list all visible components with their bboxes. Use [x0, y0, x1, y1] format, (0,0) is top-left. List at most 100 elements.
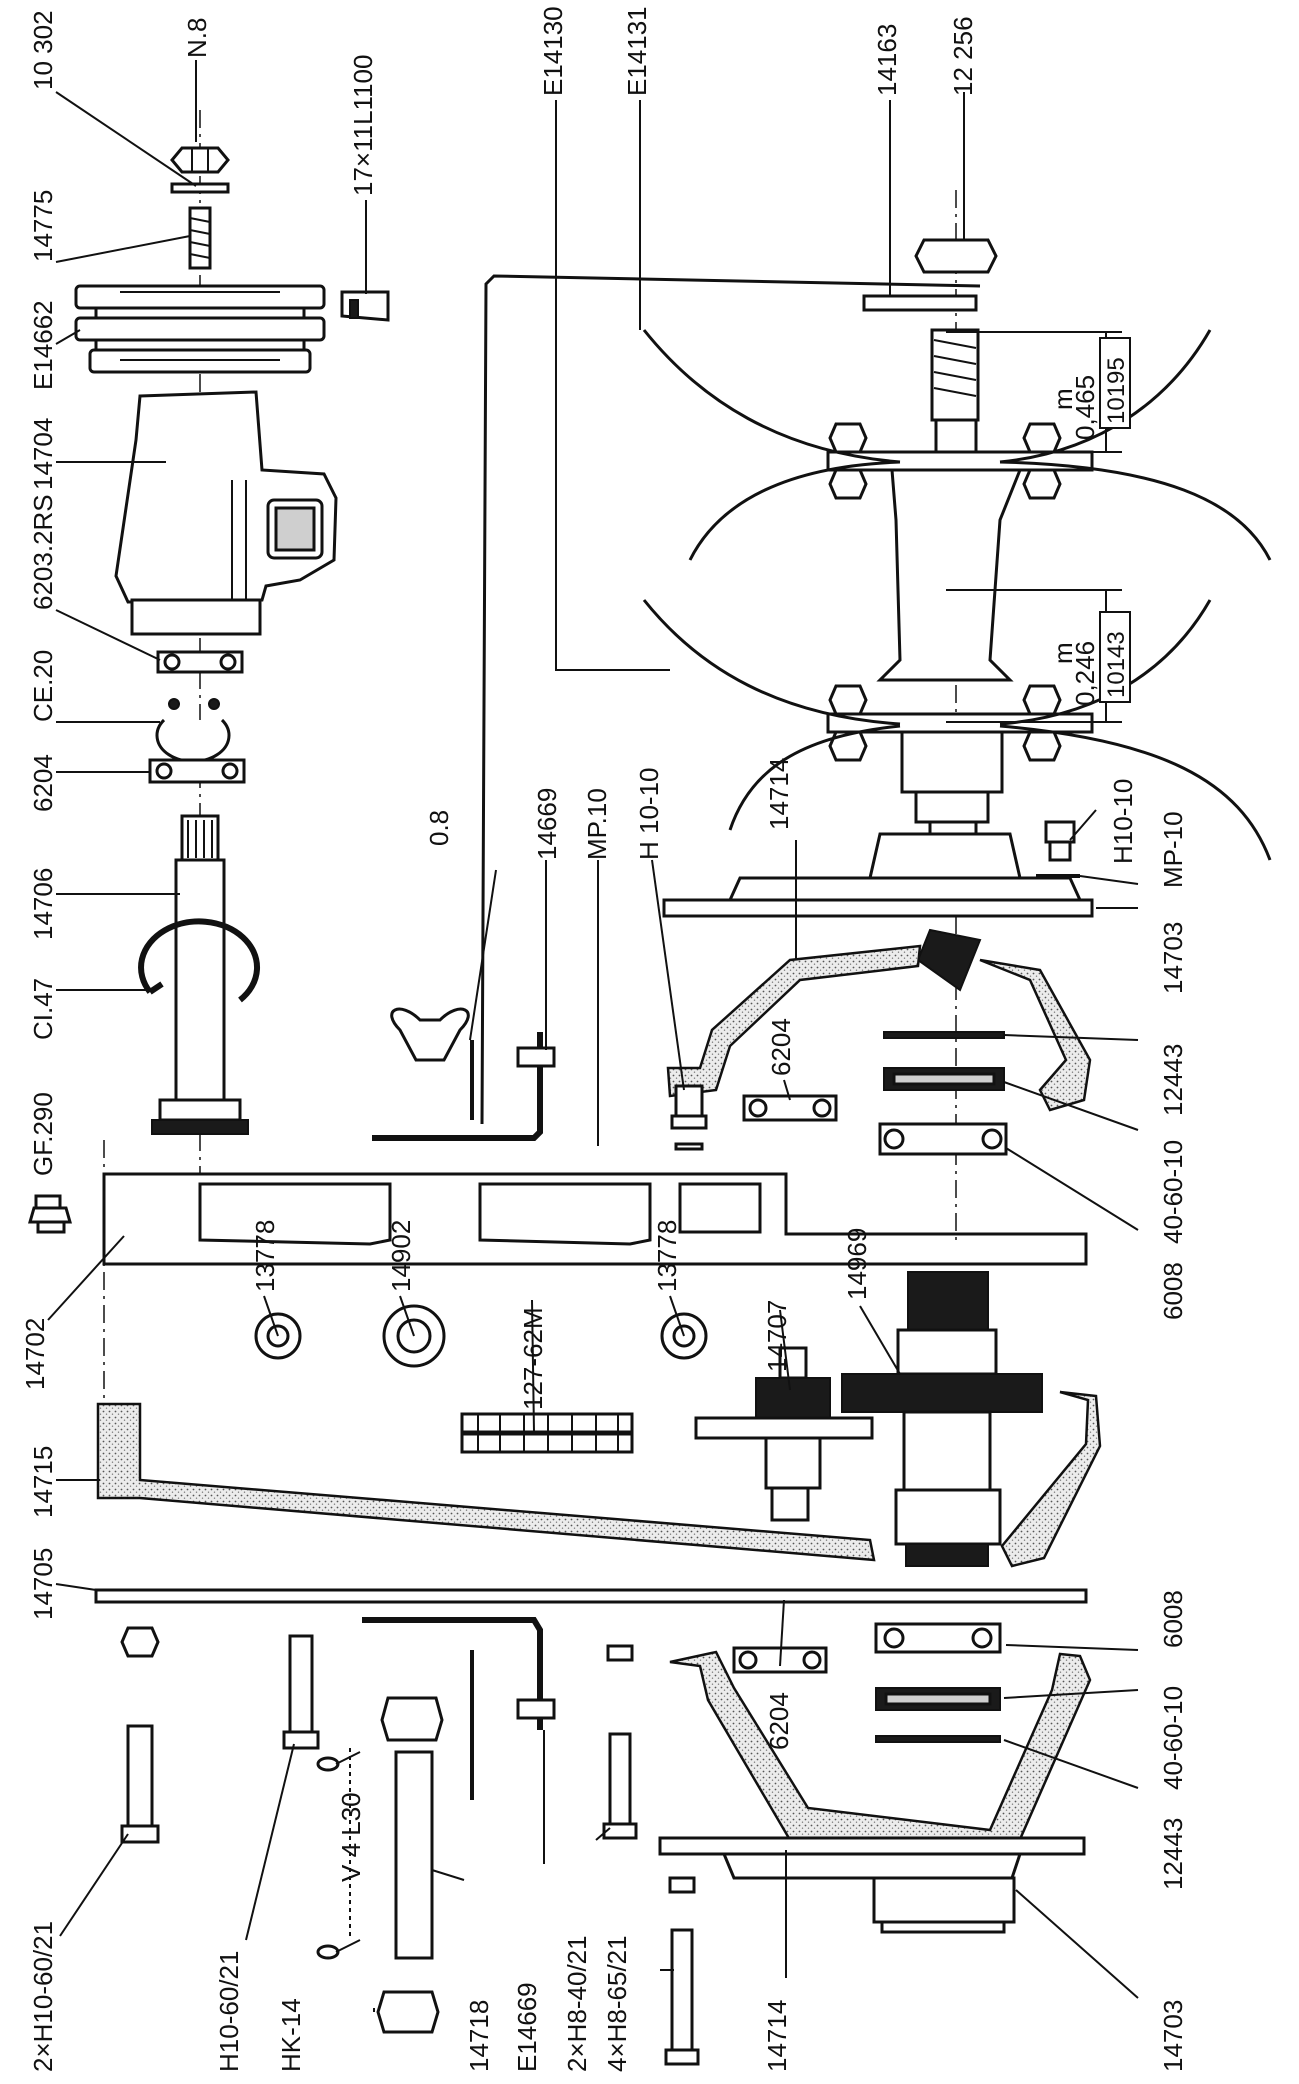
- bearing-6008-lower: [874, 1622, 1002, 1654]
- washer-mp10-mid: [674, 1142, 704, 1151]
- tines-e14130: [642, 599, 1272, 861]
- wing-nut: [390, 1007, 470, 1062]
- bracket-14669: [372, 1032, 543, 1141]
- label-v4-l30: V 4 L30: [336, 1792, 366, 1882]
- label-6203: 6203.2RS: [28, 494, 58, 610]
- label-4xh8-65-21: 4×H8-65/21: [602, 1935, 632, 2072]
- circlip-ce20: [155, 698, 231, 763]
- bearing-6204-top: [148, 758, 246, 784]
- bearing-6008-upper: [878, 1122, 1008, 1156]
- gasket-14714-upper-right: [979, 958, 1092, 1112]
- label-14775: 14775: [28, 190, 58, 262]
- label-12256: 12 256: [948, 16, 978, 96]
- label-hk14: HK-14: [276, 1998, 306, 2072]
- label-h10-10-right: H10-10: [1108, 779, 1138, 864]
- label-40-60-10-lower: 40-60-10: [1158, 1686, 1188, 1790]
- gasket-right-upper: [1000, 1390, 1102, 1568]
- dim1-code: 10195: [1103, 357, 1130, 424]
- dim2-unit: m: [1048, 642, 1078, 664]
- label-14714-upper: 14714: [764, 758, 794, 830]
- label-h10-60-21: H10-60/21: [214, 1951, 244, 2072]
- rod-14705: [94, 1588, 1088, 1604]
- bearing-6204-mid: [742, 1094, 838, 1122]
- dim1-unit: m: [1048, 388, 1078, 410]
- label-12443-lower: 12443: [1158, 1818, 1188, 1890]
- part-labels: 10 302 N.8 14775 17×11L1100 E14662 6203.…: [20, 6, 1188, 2072]
- bolt-h10-10-right: [1044, 820, 1076, 862]
- dim1-value: 0,465: [1070, 375, 1100, 440]
- gasket-14714-lower: [669, 1650, 1092, 1864]
- label-13778-left: 13778: [250, 1220, 280, 1292]
- end-cap-14703-lower: [658, 1836, 1086, 1934]
- label-127-62m: 127-62M: [518, 1307, 548, 1410]
- gasket-14715: [96, 1402, 876, 1562]
- nut-n8: [170, 146, 230, 174]
- rotor-assembly: [642, 190, 1272, 1240]
- label-n8: N.8: [182, 18, 212, 58]
- grease-fitting-gf290: [28, 1194, 72, 1234]
- shim-12443-upper: [883, 1031, 1005, 1039]
- shaft-14706: [151, 814, 249, 1135]
- label-mp10-right: MP-10: [1158, 811, 1188, 888]
- label-2xh10-60-21: 2×H10-60/21: [28, 1921, 58, 2072]
- circlip-ci47: [138, 918, 260, 1003]
- dim2-code-box: [1099, 611, 1131, 703]
- bolt-2xh10-60-21: [120, 1626, 160, 1844]
- label-40-60-10-upper: 40-60-10: [1158, 1140, 1188, 1244]
- cotter-pin-v4-l30: [316, 1751, 361, 1960]
- label-14704: 14704: [28, 418, 58, 490]
- label-14714-lower: 14714: [762, 2000, 792, 2072]
- bolt-h10-10-mid: [670, 1084, 708, 1130]
- label-14715: 14715: [28, 1446, 58, 1518]
- key-17x11: [340, 290, 390, 322]
- label-2xh8-40-21: 2×H8-40/21: [562, 1935, 592, 2072]
- shim-12443-lower: [875, 1735, 1001, 1743]
- label-13778-right: 13778: [652, 1220, 682, 1292]
- pulley-e14662: [74, 284, 326, 374]
- label-0-8: 0.8: [424, 810, 454, 846]
- label-14702: 14702: [20, 1318, 50, 1390]
- label-10302: 10 302: [28, 10, 58, 90]
- gear-14969: [841, 1271, 1043, 1567]
- label-17x11: 17×11L1100: [348, 55, 378, 196]
- bracket-e14669: [362, 1617, 543, 1730]
- label-6008-lower: 6008: [1158, 1590, 1188, 1648]
- bolt-e14669: [516, 1698, 556, 1720]
- label-14705: 14705: [28, 1548, 58, 1620]
- gearbox-plate-14702: [102, 1140, 1088, 1440]
- sprocket-14707: [694, 1346, 874, 1522]
- label-6204-top: 6204: [28, 754, 58, 812]
- seal-40-60-10-upper: [883, 1067, 1005, 1091]
- label-14902: 14902: [386, 1220, 416, 1292]
- label-6204-mid: 6204: [766, 1018, 796, 1076]
- label-e14130: E14130: [538, 6, 568, 96]
- control-rod: [480, 274, 981, 1125]
- leader-lines: [47, 60, 1139, 2012]
- label-14703-lower: 14703: [1158, 2000, 1188, 2072]
- tines-e14131: [642, 329, 1272, 561]
- chain-127-62m: [460, 1412, 634, 1454]
- label-h10-10-mid: H 10-10: [634, 768, 664, 861]
- label-14703-upper: 14703: [1158, 922, 1188, 994]
- label-14163: 14163: [872, 24, 902, 96]
- label-e14131: E14131: [622, 6, 652, 96]
- label-6204-lower: 6204: [764, 1692, 794, 1750]
- end-cap-14703-upper: [662, 898, 1094, 918]
- bolt-h10-60-21: [282, 1634, 320, 1750]
- dimension-labels: m 0,465 10195 m 0,246 10143: [1048, 337, 1131, 706]
- washer-10302: [170, 182, 230, 194]
- bearing-6203-2rs: [156, 650, 244, 674]
- bolt-14669: [516, 1046, 556, 1068]
- label-12443-upper: 12443: [1158, 1044, 1188, 1116]
- spacer-14718: [376, 1696, 444, 2034]
- stud-14775: [188, 206, 212, 270]
- label-14669: 14669: [532, 788, 562, 860]
- flange-bolts: [828, 422, 1062, 762]
- label-14718: 14718: [464, 2000, 494, 2072]
- dim2-code: 10143: [1103, 631, 1130, 698]
- washer-14163: [862, 294, 978, 312]
- input-shaft-assembly: [74, 110, 390, 1260]
- dim2-value: 0,246: [1070, 641, 1100, 706]
- label-gf290: GF.290: [28, 1092, 58, 1176]
